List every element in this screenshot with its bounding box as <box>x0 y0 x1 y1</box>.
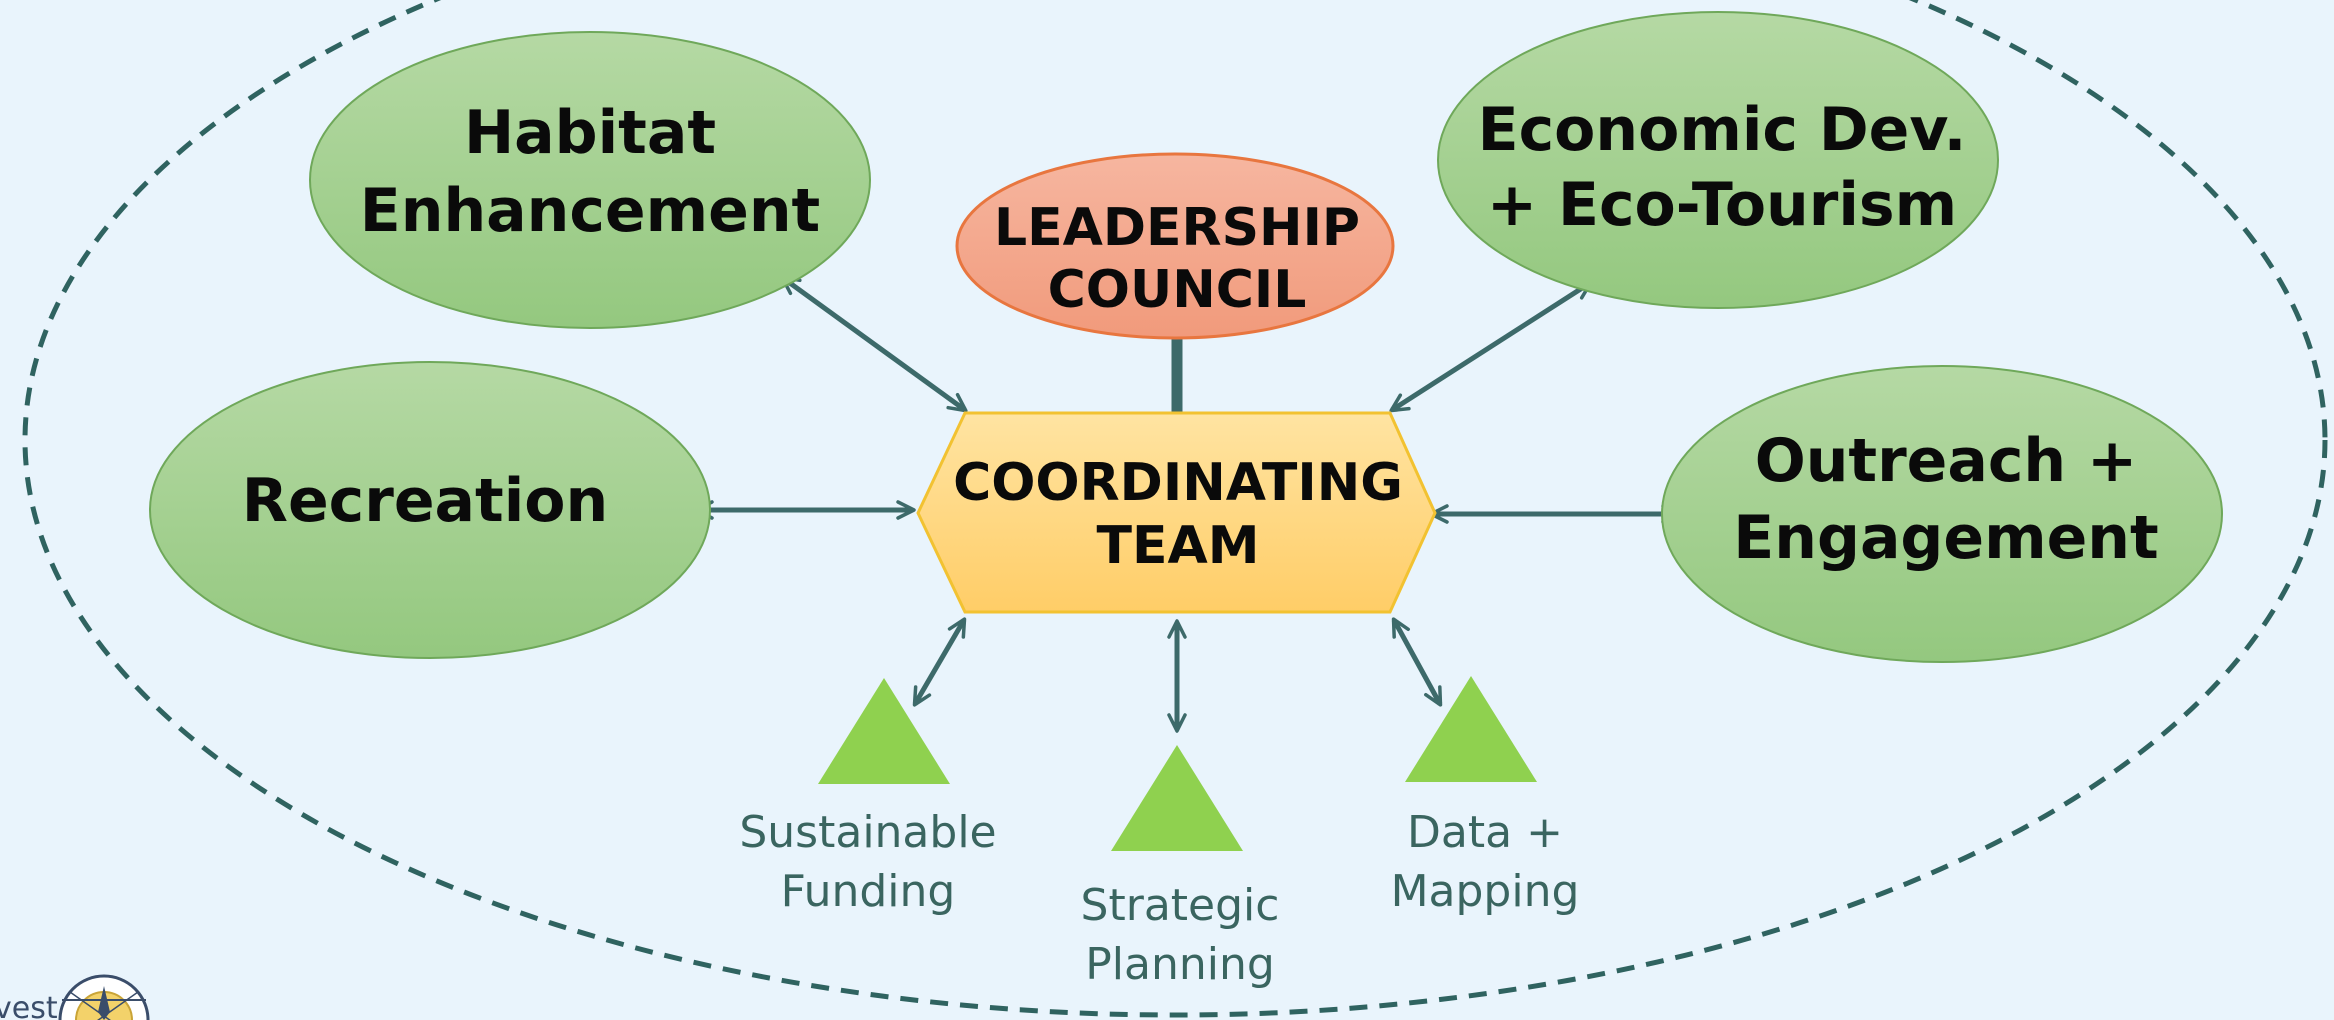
data-line1: Data + <box>1407 807 1563 858</box>
recreation-label: Recreation <box>242 466 608 536</box>
coordinating-line2: TEAM <box>1097 516 1260 576</box>
node-recreation: Recreation <box>149 361 711 659</box>
program-boundary-dashed-ellipse <box>22 0 2328 1018</box>
planning-line1: Strategic <box>1081 880 1280 931</box>
triangle-marker <box>1111 745 1243 851</box>
triangle-marker <box>1405 676 1537 782</box>
arrow-economic <box>1389 280 1593 413</box>
node-coordinating-team: COORDINATING TEAM <box>916 411 1437 614</box>
support-strategic-planning: Strategic Planning <box>1081 745 1280 990</box>
arrows <box>694 275 1681 733</box>
node-economic-development: Economic Dev. + Eco-Tourism <box>1437 11 1999 309</box>
arrow-data <box>1391 617 1443 707</box>
arrow-habitat <box>780 275 968 413</box>
compass-emblem-icon <box>58 974 150 1020</box>
support-data-mapping: Data + Mapping <box>1391 676 1580 917</box>
outreach-line2: Engagement <box>1733 503 2158 573</box>
node-outreach-engagement: Outreach + Engagement <box>1661 365 2223 663</box>
funding-line1: Sustainable <box>739 807 996 858</box>
funding-line2: Funding <box>781 866 956 917</box>
node-leadership-council: LEADERSHIP COUNCIL <box>955 152 1395 340</box>
economic-line1: Economic Dev. <box>1478 95 1967 165</box>
logo: vest <box>0 974 150 1020</box>
triangle-marker <box>818 678 950 784</box>
coordinating-line1: COORDINATING <box>953 453 1403 513</box>
arrow-funding <box>912 617 967 707</box>
leadership-line1: LEADERSHIP <box>994 198 1360 258</box>
habitat-line1: Habitat <box>464 98 716 168</box>
economic-line2: + Eco-Tourism <box>1487 170 1957 240</box>
habitat-line2: Enhancement <box>360 176 821 246</box>
planning-line2: Planning <box>1085 939 1275 990</box>
logo-text: vest <box>0 991 58 1020</box>
node-habitat-enhancement: Habitat Enhancement <box>309 31 871 329</box>
outreach-line1: Outreach + <box>1755 426 2138 496</box>
data-line2: Mapping <box>1391 866 1580 917</box>
support-sustainable-funding: Sustainable Funding <box>739 678 997 917</box>
leadership-line2: COUNCIL <box>1048 260 1307 320</box>
